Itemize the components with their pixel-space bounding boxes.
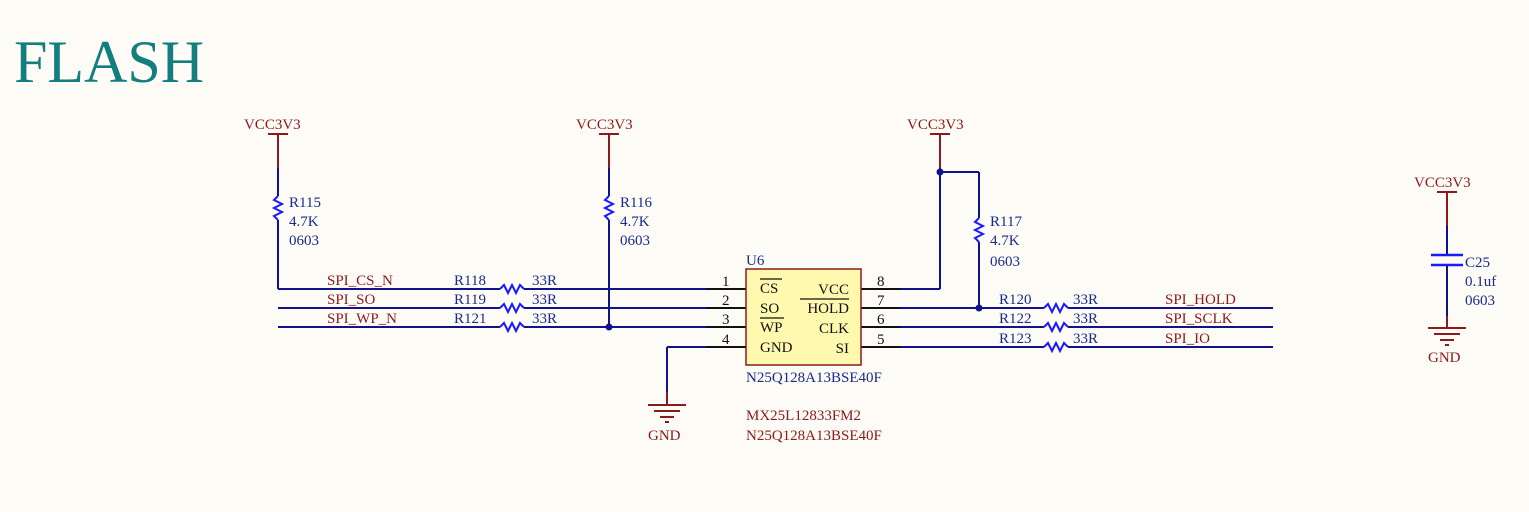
page-title: FLASH: [14, 29, 204, 95]
r119-ref: R119: [454, 292, 486, 308]
resistor-r115: R115 4.7K 0603: [271, 168, 321, 289]
chip-u6: U6 1 2 3 4 8 7 6 5 CS SO WP GND VCC HOLD…: [706, 253, 901, 444]
r120-value: 33R: [1073, 292, 1098, 308]
r116-ref: R116: [620, 195, 652, 211]
chip-ref: U6: [746, 253, 765, 269]
pin-name-clk: CLK: [819, 321, 849, 337]
pin-name-gnd: GND: [760, 340, 793, 356]
pin-num-3: 3: [722, 312, 730, 328]
net-label-spi-wp-n: SPI_WP_N: [327, 311, 397, 327]
r115-value: 4.7K: [289, 214, 319, 230]
net-spi-io: R123 33R SPI_IO: [901, 331, 1273, 354]
c25-package: 0603: [1465, 293, 1495, 309]
pin-name-vcc: VCC: [818, 282, 849, 298]
r115-package: 0603: [289, 233, 319, 249]
r122-ref: R122: [999, 311, 1032, 327]
net-spi-hold: R120 33R SPI_HOLD: [901, 292, 1273, 315]
vcc-label-cap: VCC3V3: [1414, 175, 1471, 191]
pin-num-8: 8: [877, 274, 885, 290]
pin-name-cs: CS: [760, 281, 778, 297]
r123-value: 33R: [1073, 331, 1098, 347]
pin-num-2: 2: [722, 293, 730, 309]
r122-value: 33R: [1073, 311, 1098, 327]
net-spi-sclk: R122 33R SPI_SCLK: [901, 311, 1273, 334]
net-gnd-chip: GND: [648, 346, 706, 444]
vcc-symbol-cap: VCC3V3: [1414, 175, 1471, 226]
chip-alt-part-2: N25Q128A13BSE40F: [746, 428, 882, 444]
net-spi-so: SPI_SO R119 33R: [278, 292, 706, 315]
c25-value: 0.1uf: [1465, 274, 1496, 290]
net-label-spi-sclk: SPI_SCLK: [1165, 311, 1233, 327]
gnd-label-cap: GND: [1428, 350, 1461, 366]
r115-ref: R115: [289, 195, 321, 211]
capacitor-c25: C25 0.1uf 0603 GND: [1428, 226, 1496, 366]
vcc-symbol-right: VCC3V3: [907, 117, 964, 168]
r121-value: 33R: [532, 311, 557, 327]
r120-ref: R120: [999, 292, 1032, 308]
chip-body: [745, 268, 862, 366]
net-spi-cs-n: SPI_CS_N R118 33R: [278, 273, 706, 296]
pin-num-4: 4: [722, 332, 730, 348]
resistor-r116: R116 4.7K 0603: [602, 168, 652, 331]
pin-name-wp: WP: [760, 320, 783, 336]
r117-ref: R117: [990, 214, 1022, 230]
r119-value: 33R: [532, 292, 557, 308]
pin-name-so: SO: [760, 301, 779, 317]
vcc-label-right: VCC3V3: [907, 117, 964, 133]
net-spi-wp-n: SPI_WP_N R121 33R: [278, 311, 706, 334]
c25-ref: C25: [1465, 255, 1490, 271]
resistor-r117: R117 4.7K 0603: [936, 168, 1022, 312]
net-label-spi-io: SPI_IO: [1165, 331, 1210, 347]
r121-ref: R121: [454, 311, 487, 327]
pin-num-1: 1: [722, 274, 730, 290]
vcc-label-left: VCC3V3: [244, 117, 301, 133]
pin-num-7: 7: [877, 293, 885, 309]
r118-ref: R118: [454, 273, 486, 289]
vcc-symbol-left: VCC3V3: [244, 117, 301, 168]
r117-value: 4.7K: [990, 233, 1020, 249]
chip-part-number: N25Q128A13BSE40F: [746, 370, 882, 386]
r123-ref: R123: [999, 331, 1032, 347]
vcc-label-mid: VCC3V3: [576, 117, 633, 133]
r116-package: 0603: [620, 233, 650, 249]
r117-package: 0603: [990, 254, 1020, 270]
vcc-symbol-mid: VCC3V3: [576, 117, 633, 168]
pin-num-5: 5: [877, 332, 885, 348]
net-label-spi-cs-n: SPI_CS_N: [327, 273, 393, 289]
pin-name-hold: HOLD: [807, 301, 849, 317]
gnd-label-chip: GND: [648, 428, 681, 444]
net-label-spi-so: SPI_SO: [327, 292, 376, 308]
r116-value: 4.7K: [620, 214, 650, 230]
chip-alt-part-1: MX25L12833FM2: [746, 408, 861, 424]
pin-name-si: SI: [836, 341, 849, 357]
r118-value: 33R: [532, 273, 557, 289]
pin-num-6: 6: [877, 312, 885, 328]
net-label-spi-hold: SPI_HOLD: [1165, 292, 1236, 308]
